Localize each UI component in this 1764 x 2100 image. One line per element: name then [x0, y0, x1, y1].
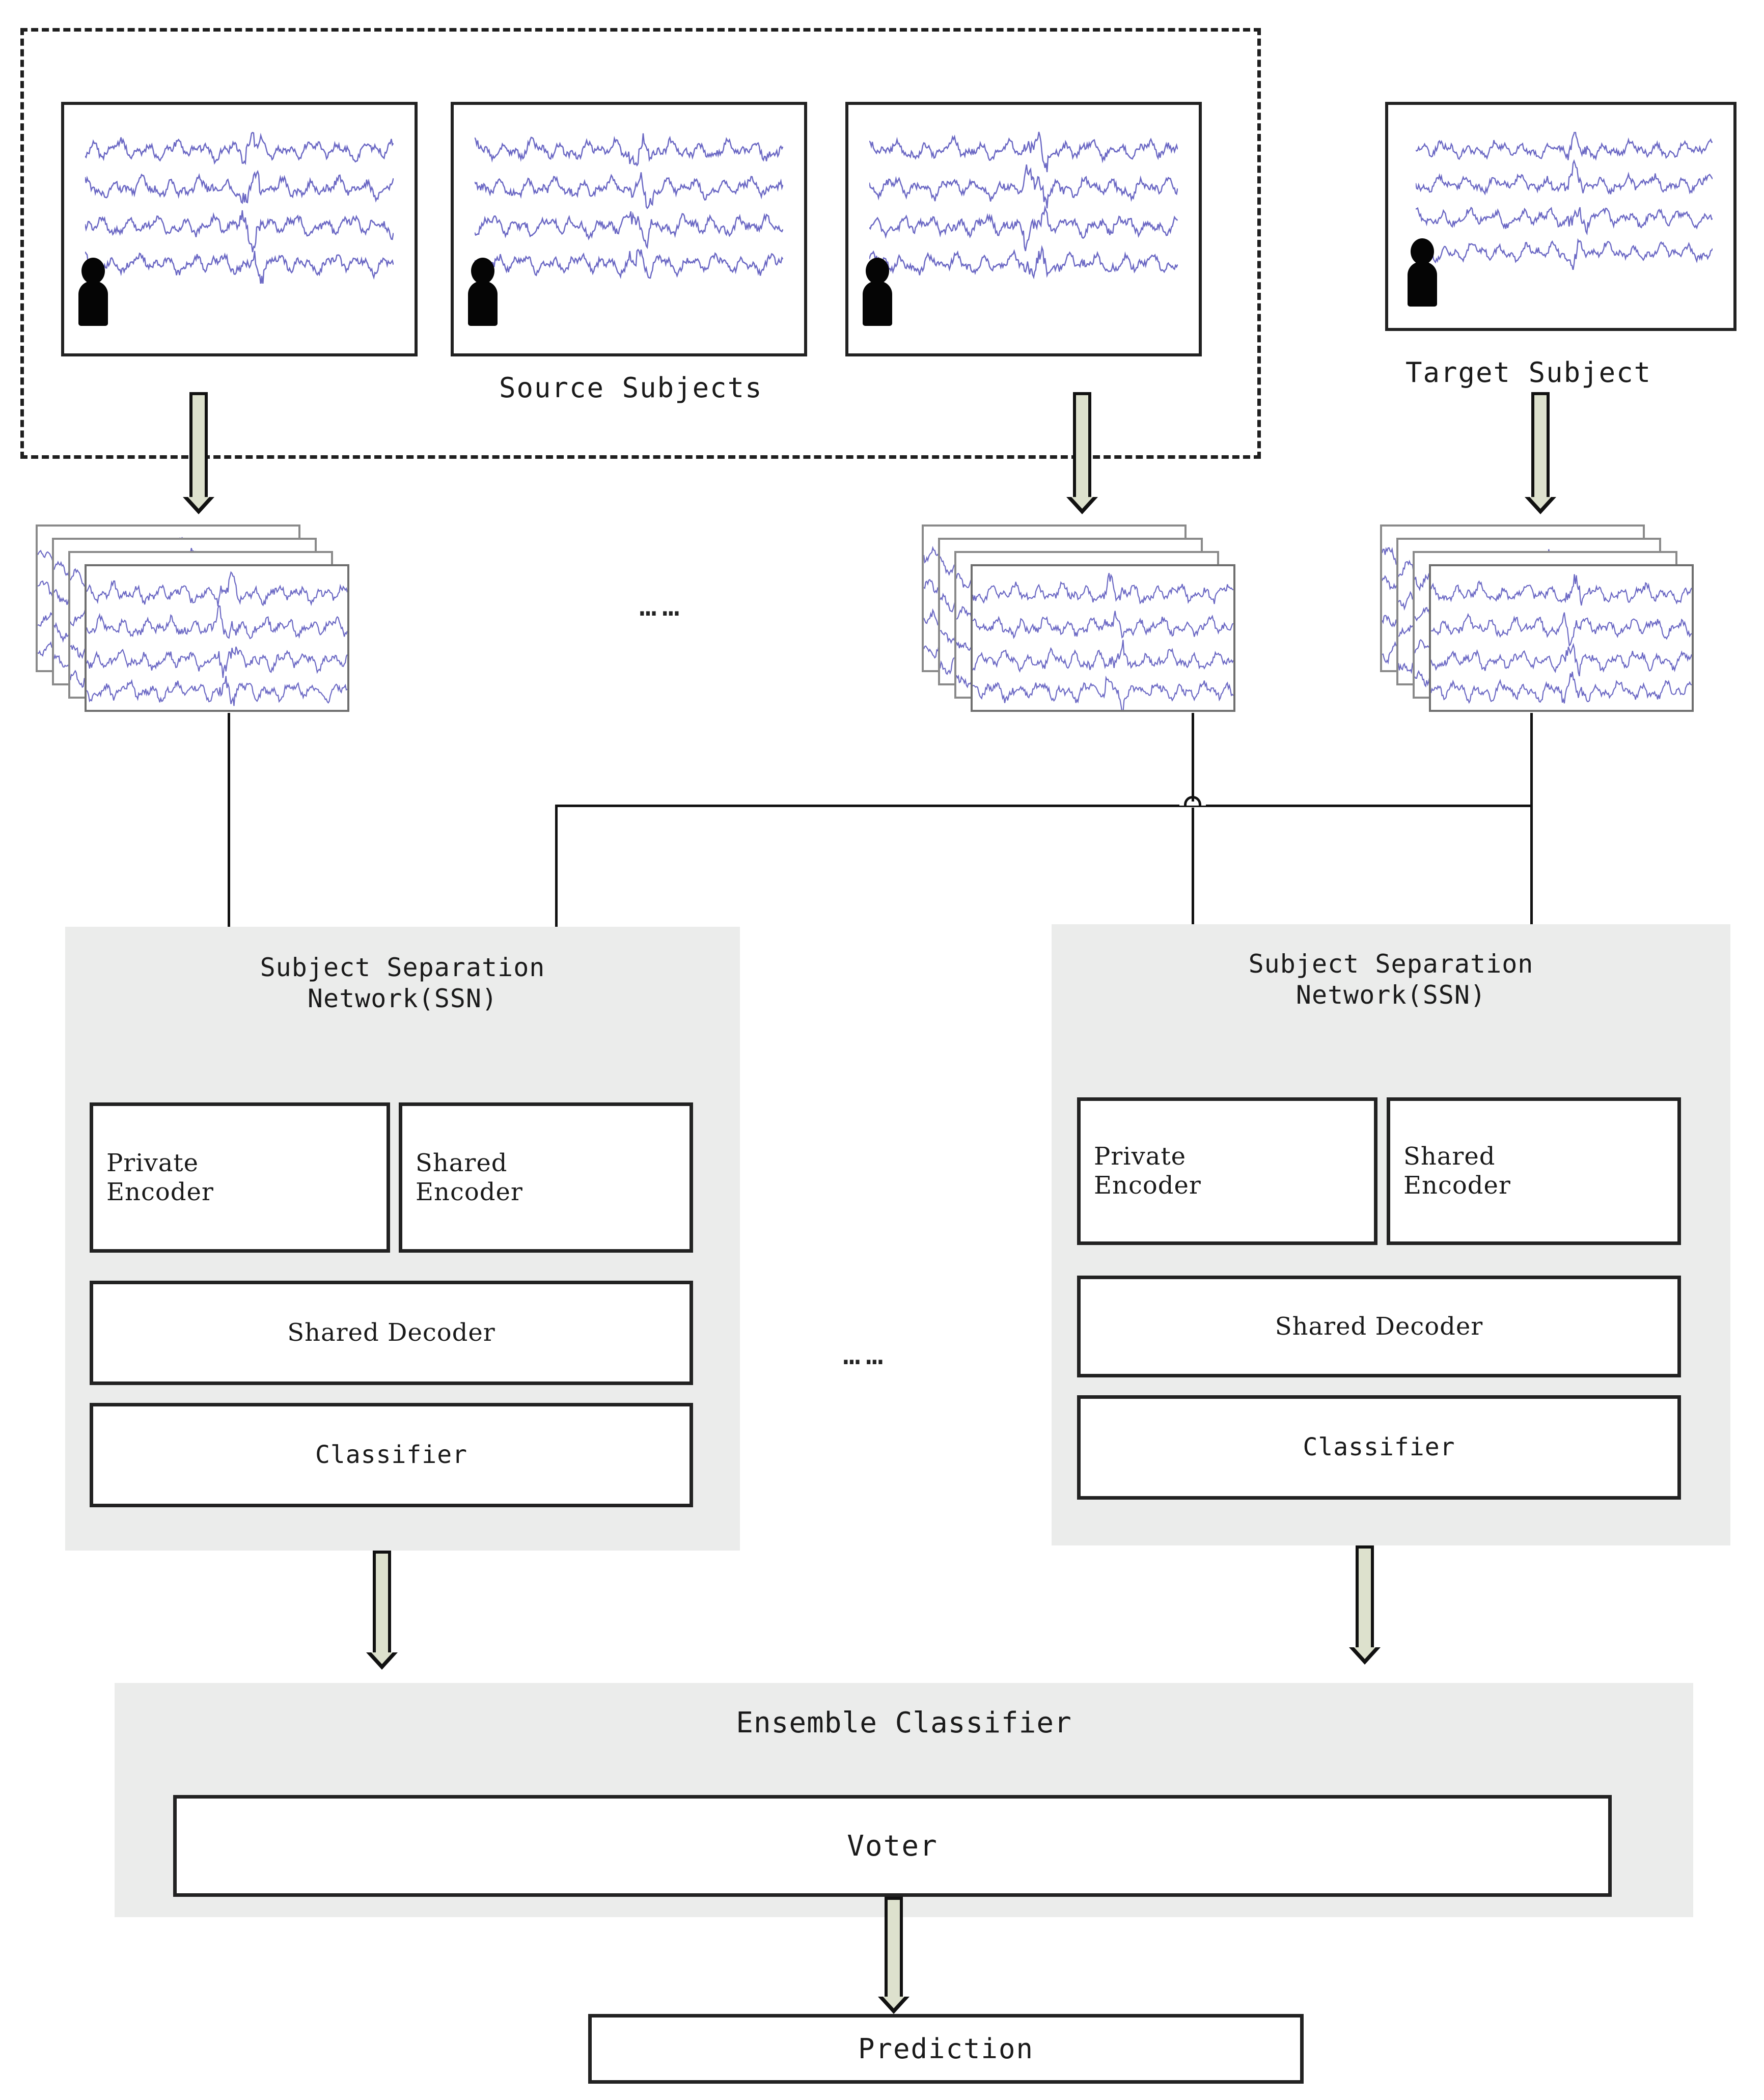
ensemble-classifier-title: Ensemble Classifier — [736, 1706, 1072, 1739]
person-icon — [77, 258, 109, 326]
arrow-voter-to-prediction — [873, 1897, 914, 2019]
shared-encoder-label-1: Shared Encoder — [416, 1149, 523, 1206]
epoch-sheet-front — [1429, 564, 1694, 712]
source-subjects-group — [20, 28, 1261, 459]
shared-encoder-label-2: Shared Encoder — [1403, 1142, 1511, 1200]
classifier-label-2: Classifier — [1303, 1433, 1455, 1462]
private-encoder-label-1: Private Encoder — [106, 1149, 214, 1206]
epoch-sheet-front — [971, 564, 1235, 712]
classifier-label-1: Classifier — [315, 1441, 467, 1470]
arrow-ssn2-to-ensemble — [1344, 1545, 1385, 1668]
shared-decoder-label-2: Shared Decoder — [1275, 1312, 1483, 1341]
source-subjects-caption: Source Subjects — [499, 372, 763, 404]
line-stackn-down — [1192, 713, 1194, 806]
private-encoder-box-1[interactable]: Private Encoder — [90, 1102, 390, 1253]
eeg-waveform-icon — [474, 130, 784, 284]
bus-horizontal — [555, 805, 1530, 807]
shared-decoder-label-1: Shared Decoder — [287, 1318, 495, 1347]
ssn-panel-1-title: Subject Separation Network(SSN) — [65, 952, 740, 1014]
shared-encoder-box-1[interactable]: Shared Encoder — [399, 1102, 693, 1253]
shared-encoder-label-line1: Shared — [416, 1148, 508, 1177]
classifier-box-2[interactable]: Classifier — [1077, 1395, 1681, 1500]
shared-decoder-box-1[interactable]: Shared Decoder — [90, 1281, 693, 1385]
person-icon — [1407, 238, 1438, 307]
prediction-label: Prediction — [858, 2033, 1034, 2065]
eeg-waveform-icon — [85, 130, 394, 286]
source-epoch-stack-1[interactable] — [36, 524, 382, 713]
eeg-waveform-icon — [1415, 127, 1714, 270]
arrow-target-to-stack — [1520, 392, 1561, 514]
private-encoder-label-line2: Encoder — [106, 1177, 214, 1206]
voter-box[interactable]: Voter — [173, 1795, 1612, 1897]
ssn-title-line1: Subject Separation — [1248, 949, 1534, 979]
ssn-panel-1[interactable]: Subject Separation Network(SSN) Private … — [65, 927, 740, 1551]
person-icon — [467, 258, 499, 326]
line-stackn-below-hop — [1192, 808, 1194, 927]
classifier-box-1[interactable]: Classifier — [90, 1403, 693, 1507]
prediction-box[interactable]: Prediction — [588, 2014, 1304, 2084]
arrow-source1-to-stack — [178, 392, 219, 514]
private-encoder-box-2[interactable]: Private Encoder — [1077, 1097, 1377, 1245]
epoch-sheet-front — [85, 564, 349, 712]
stack-ellipsis: …… — [639, 588, 685, 623]
line-bus-to-ssn1 — [555, 805, 558, 927]
shared-encoder-label-line2: Encoder — [416, 1177, 523, 1206]
private-encoder-label-line1: Private — [106, 1148, 199, 1177]
shared-encoder-label-line1: Shared — [1403, 1142, 1496, 1171]
target-subject-caption: Target Subject — [1405, 356, 1652, 389]
source-subject-card-2[interactable] — [451, 102, 807, 356]
target-subject-card[interactable] — [1385, 102, 1737, 331]
ssn-title-line2: Network(SSN) — [307, 984, 498, 1013]
arrow-source3-to-stack — [1062, 392, 1102, 514]
private-encoder-label-line1: Private — [1094, 1142, 1187, 1171]
private-encoder-label-2: Private Encoder — [1094, 1142, 1201, 1200]
ssn-title-line1: Subject Separation — [260, 953, 545, 982]
voter-label: Voter — [847, 1829, 938, 1863]
ssn-ellipsis: …… — [843, 1337, 889, 1371]
line-targetstack-to-ssn2 — [1530, 713, 1533, 927]
person-icon — [862, 258, 893, 326]
ssn-panel-2[interactable]: Subject Separation Network(SSN) Private … — [1052, 924, 1730, 1545]
shared-encoder-label-line2: Encoder — [1403, 1171, 1511, 1200]
bus-hop-icon — [1184, 796, 1201, 806]
ssn-title-line2: Network(SSN) — [1296, 980, 1486, 1010]
shared-encoder-box-2[interactable]: Shared Encoder — [1387, 1097, 1681, 1245]
target-epoch-stack[interactable] — [1380, 524, 1726, 713]
arrow-ssn1-to-ensemble — [362, 1551, 402, 1673]
source-subject-card-1[interactable] — [61, 102, 418, 356]
line-stack1-to-ssn1 — [228, 713, 230, 927]
shared-decoder-box-2[interactable]: Shared Decoder — [1077, 1276, 1681, 1377]
ssn-panel-2-title: Subject Separation Network(SSN) — [1052, 949, 1730, 1011]
source-subject-card-3[interactable] — [845, 102, 1202, 356]
eeg-waveform-icon — [869, 130, 1178, 284]
source-epoch-stack-n[interactable] — [922, 524, 1268, 713]
private-encoder-label-line2: Encoder — [1094, 1171, 1201, 1200]
